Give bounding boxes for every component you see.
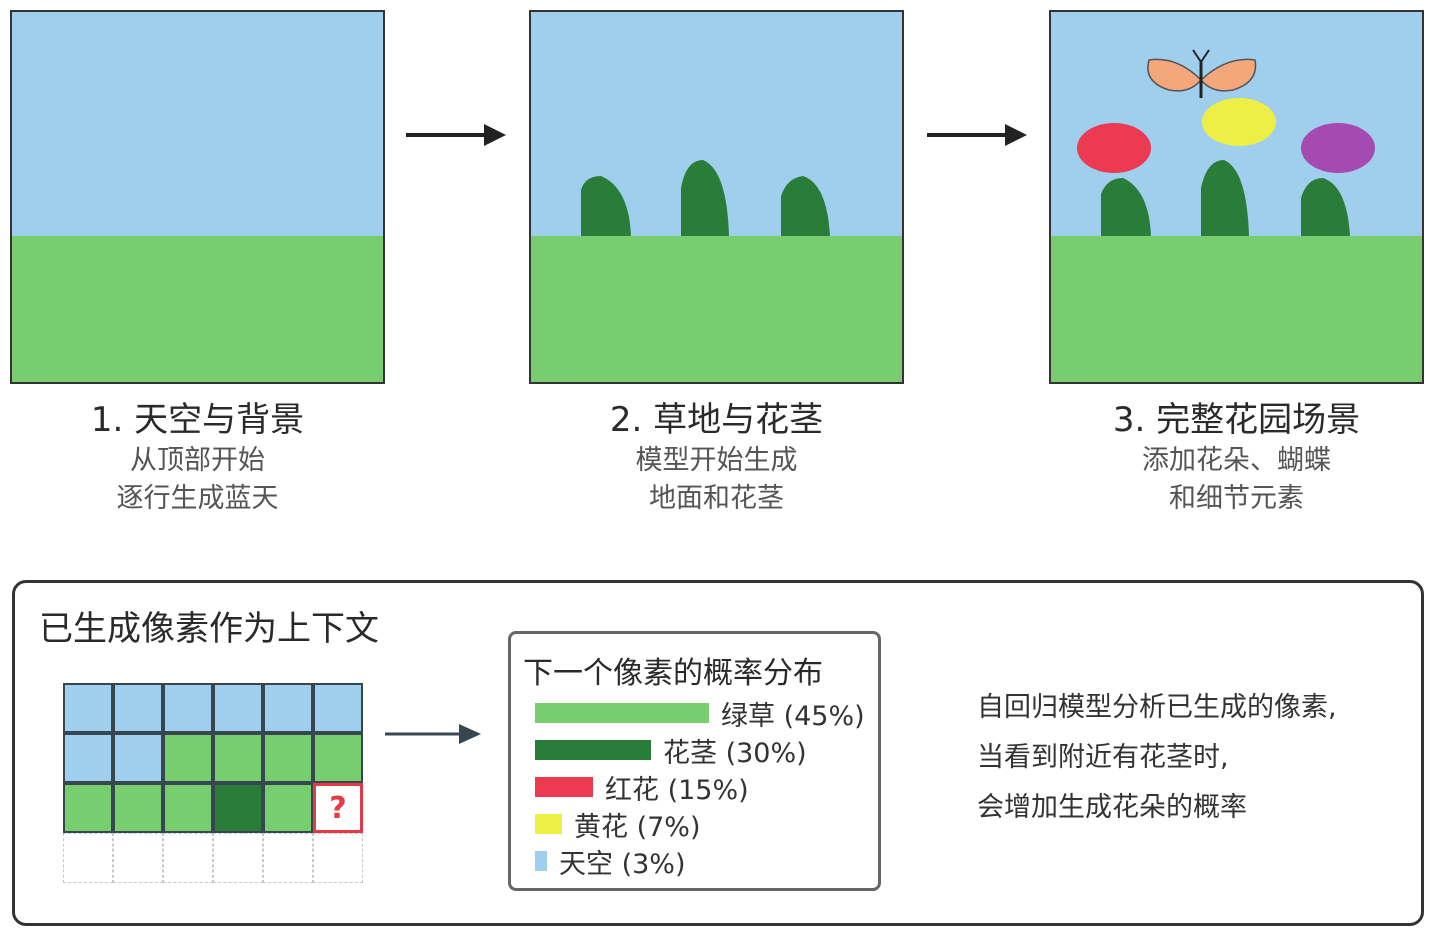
stage-3-canvas (1049, 10, 1424, 384)
grass-pixel-cell (213, 733, 263, 783)
flower-stem (681, 160, 729, 236)
red-flower (1077, 123, 1151, 173)
stage-3-caption: 3. 完整花园场景 添加花朵、蝴蝶 和细节元素 (1049, 398, 1424, 518)
grass-pixel-cell (163, 783, 213, 833)
sky-pixel-cell (313, 683, 363, 733)
probability-row: 天空 (3%) (535, 846, 685, 880)
target-pixel-cell: ? (313, 783, 363, 833)
stage-description: 从顶部开始 (130, 445, 265, 476)
flower-stem (1101, 178, 1151, 236)
arrow-icon (406, 124, 506, 146)
sky-pixel-cell (213, 683, 263, 733)
stage-2-caption: 2. 草地与花茎 模型开始生成 地面和花茎 (529, 398, 904, 518)
explanation-line: 自回归模型分析已生成的像素, (977, 692, 1337, 723)
probability-row: 红花 (15%) (535, 772, 749, 806)
context-panel: 已生成像素作为上下文 ? 下一个像素的概率分布 绿草 (45%) 花茎 (30%)… (12, 580, 1424, 926)
probability-bar (535, 703, 709, 723)
stage-2-canvas (529, 10, 904, 384)
stage-1-caption: 1. 天空与背景 从顶部开始 逐行生成蓝天 (10, 398, 385, 518)
grass-pixel-cell (163, 733, 213, 783)
sky-pixel-cell (63, 683, 113, 733)
probability-bar (535, 740, 651, 760)
stage-description: 地面和花茎 (649, 483, 784, 514)
grass-region (1051, 236, 1422, 382)
sky-pixel-cell (63, 733, 113, 783)
flower-stem (581, 176, 631, 236)
probability-title: 下一个像素的概率分布 (523, 656, 823, 691)
stage-title: 3. 完整花园场景 (1112, 400, 1361, 440)
probability-row: 绿草 (45%) (535, 698, 865, 732)
probability-label: 红花 (15%) (605, 774, 749, 806)
grass-region (531, 236, 902, 382)
probability-label: 黄花 (7%) (574, 811, 701, 843)
arrow-icon (927, 124, 1027, 146)
probability-panel: 下一个像素的概率分布 绿草 (45%) 花茎 (30%) 红花 (15%) 黄花 (7… (508, 631, 881, 891)
sky-pixel-cell (263, 683, 313, 733)
purple-flower (1301, 123, 1375, 173)
sky-pixel-cell (163, 683, 213, 733)
probability-row: 花茎 (30%) (535, 735, 807, 769)
stem-pixel-cell (213, 783, 263, 833)
context-title: 已生成像素作为上下文 (39, 609, 379, 649)
butterfly-icon (1147, 49, 1257, 98)
stage-description: 逐行生成蓝天 (116, 483, 279, 514)
stage-description: 和细节元素 (1169, 483, 1304, 514)
stage-description: 模型开始生成 (635, 445, 798, 476)
pixel-grid: ? (63, 683, 363, 883)
sky-region (12, 12, 383, 236)
empty-pixel-cell (313, 833, 363, 883)
grass-pixel-cell (113, 783, 163, 833)
stage-1-canvas (10, 10, 385, 384)
grass-pixel-cell (313, 733, 363, 783)
explanation-line: 会增加生成花朵的概率 (977, 792, 1247, 823)
flower-stem (781, 176, 830, 236)
flower-stem (1301, 178, 1350, 236)
yellow-flower (1202, 98, 1276, 146)
stage-description: 添加花朵、蝴蝶 (1142, 445, 1331, 476)
empty-pixel-cell (163, 833, 213, 883)
grass-pixel-cell (63, 783, 113, 833)
arrow-icon (385, 724, 481, 744)
empty-pixel-cell (63, 833, 113, 883)
probability-bar (535, 814, 562, 834)
grass-region (12, 236, 383, 382)
stage-title: 1. 天空与背景 (90, 400, 305, 440)
explanation-text: 自回归模型分析已生成的像素, 当看到附近有花茎时, 会增加生成花朵的概率 (977, 683, 1337, 833)
probability-label: 绿草 (45%) (721, 700, 865, 732)
grass-pixel-cell (263, 783, 313, 833)
probability-label: 天空 (3%) (559, 848, 686, 880)
probability-row: 黄花 (7%) (535, 809, 700, 843)
probability-bar (535, 851, 547, 871)
probability-label: 花茎 (30%) (663, 737, 807, 769)
empty-pixel-cell (213, 833, 263, 883)
flower-stem (1201, 160, 1249, 236)
empty-pixel-cell (113, 833, 163, 883)
explanation-line: 当看到附近有花茎时, (977, 742, 1229, 773)
sky-pixel-cell (113, 733, 163, 783)
grass-pixel-cell (263, 733, 313, 783)
empty-pixel-cell (263, 833, 313, 883)
stage-title: 2. 草地与花茎 (609, 400, 824, 440)
probability-bar (535, 777, 593, 797)
sky-pixel-cell (113, 683, 163, 733)
